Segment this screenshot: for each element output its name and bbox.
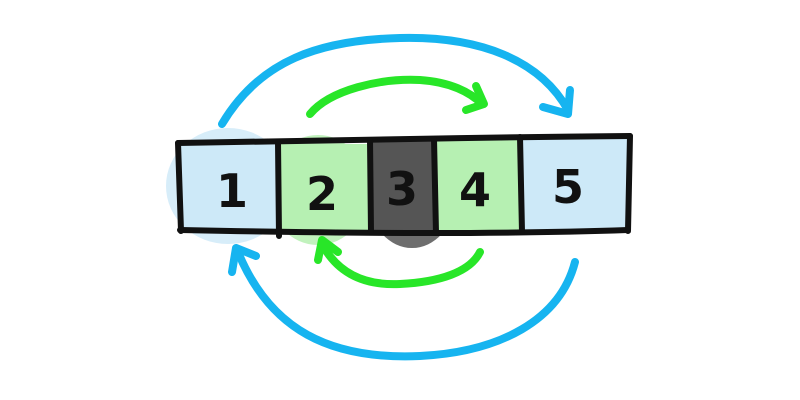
array-outline	[175, 133, 633, 239]
outer-arrow-top	[218, 33, 572, 128]
inner-arrow-top	[306, 75, 486, 118]
outline-left	[175, 140, 184, 234]
cell-label-5: 5	[552, 160, 584, 214]
cell-label-2: 2	[306, 167, 338, 221]
cell-label-3: 3	[386, 162, 418, 216]
inner-arrow-bottom	[318, 240, 484, 289]
divider-2-3	[367, 137, 374, 235]
cells	[180, 138, 630, 232]
divider-3-4	[431, 136, 439, 236]
outline-bottom	[177, 227, 631, 236]
cell-label-1: 1	[216, 164, 248, 218]
cell-3	[370, 140, 434, 232]
divider-1-2	[275, 139, 282, 239]
outline-right	[625, 133, 633, 234]
outer-arrow-bottom-head	[228, 244, 260, 276]
cell-1	[180, 144, 278, 232]
cell-2	[278, 144, 370, 232]
divider-4-5	[517, 134, 525, 235]
outer-arrow-top-head	[539, 86, 574, 118]
cell-label-4: 4	[459, 163, 491, 217]
cell-4	[434, 140, 520, 232]
swap-arrows	[218, 33, 579, 361]
cell-5	[520, 138, 630, 230]
inner-arrow-bottom-head	[314, 236, 342, 264]
outer-arrow-bottom	[234, 248, 579, 361]
cell-labels: 1 2 3 4 5	[216, 160, 584, 221]
inner-arrow-top-head	[462, 82, 488, 114]
outline-top	[175, 133, 633, 146]
